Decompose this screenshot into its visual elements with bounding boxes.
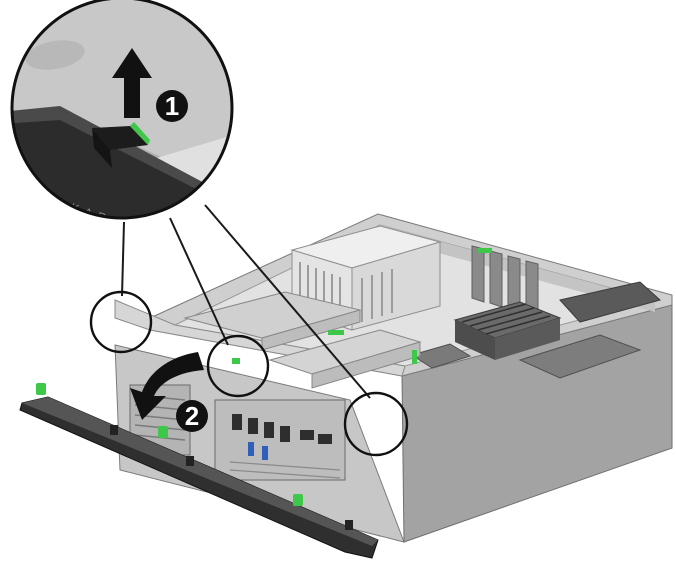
arrow-up-icon — [112, 48, 152, 118]
front-bezel — [19, 383, 379, 559]
svg-text:1: 1 — [165, 91, 179, 121]
bezel-clip-2 — [186, 456, 194, 466]
bezel-green-tab-3 — [293, 494, 303, 506]
callout-1: 1 — [156, 90, 188, 122]
green-drive-latch-2 — [412, 350, 417, 364]
green-slot-latch — [478, 248, 492, 253]
green-drive-latch-3 — [232, 358, 240, 364]
drive-cage — [183, 291, 422, 389]
svg-text:2: 2 — [185, 401, 199, 431]
detail-circle-right — [343, 391, 409, 457]
bezel-clip — [110, 425, 118, 435]
computer-chassis — [114, 213, 673, 543]
zoom-inset: PACKARD — [10, 0, 234, 220]
callout-2: 2 — [176, 400, 208, 432]
green-drive-latch — [328, 330, 344, 335]
leader-lines — [121, 204, 371, 399]
bezel-clip-3 — [345, 520, 353, 530]
curved-arrow-icon — [130, 352, 204, 420]
zoom-circle-outline — [10, 0, 234, 220]
expansion-slots — [471, 245, 539, 318]
bezel-green-tab-2 — [158, 426, 168, 438]
motherboard-chip — [518, 334, 642, 379]
memory-modules — [559, 281, 662, 323]
heatsink — [453, 301, 562, 360]
bezel-green-tab — [36, 383, 46, 395]
detail-circles — [89, 290, 409, 457]
motherboard-cable — [410, 343, 472, 369]
detail-circle-middle — [206, 334, 270, 398]
detail-circle-left — [89, 290, 153, 354]
